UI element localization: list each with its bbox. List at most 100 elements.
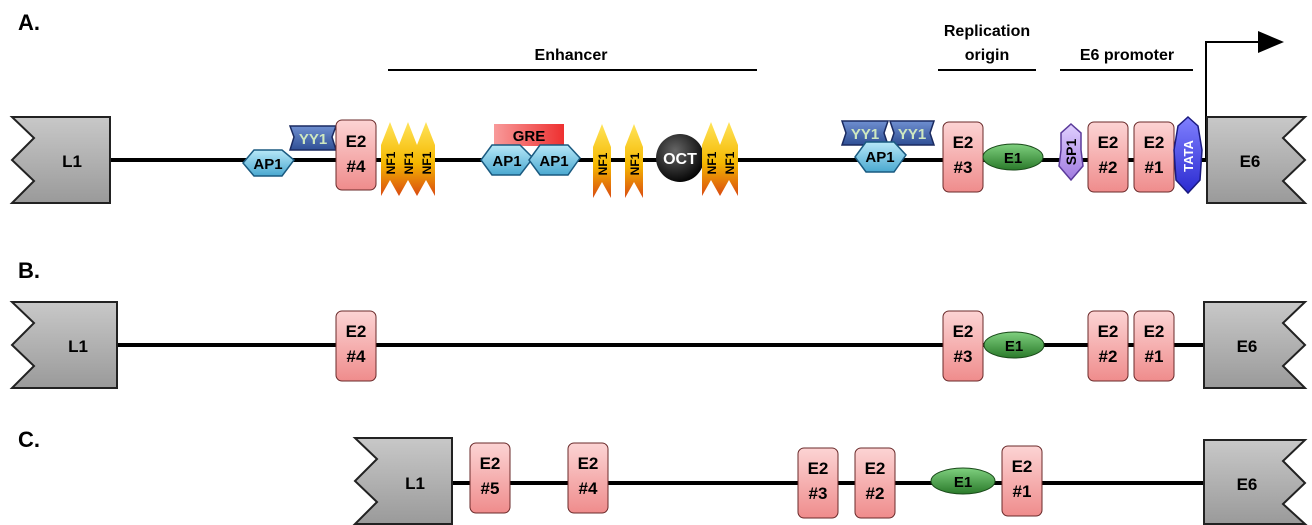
nf1-site: NF1 (381, 122, 399, 196)
e6-gene-b: E6 (1203, 301, 1308, 389)
svg-text:E2: E2 (346, 322, 367, 341)
l1-label: L1 (405, 474, 425, 493)
svg-text:E2: E2 (1144, 133, 1165, 152)
l1-label: L1 (68, 337, 88, 356)
ap1-site: AP1 (854, 141, 907, 173)
svg-text:#1: #1 (1013, 482, 1032, 501)
svg-text:AP1: AP1 (539, 153, 568, 170)
svg-text:NF1: NF1 (628, 152, 642, 175)
e6-gene-c: E6 (1203, 439, 1308, 525)
svg-text:OCT: OCT (663, 151, 697, 168)
svg-text:#4: #4 (347, 347, 366, 366)
svg-text:E2: E2 (953, 133, 974, 152)
e1-site: E1 (983, 331, 1045, 359)
gre-site: GRE (494, 124, 564, 146)
e2-site-2: E2 #2 (1087, 310, 1129, 382)
region-headers: Enhancer Replication origin E6 promoter (388, 23, 1284, 160)
e2-site-1: E2 #1 (1001, 445, 1043, 517)
svg-text:YY1: YY1 (299, 131, 327, 148)
nf1-site: NF1 (399, 122, 417, 196)
svg-text:AP1: AP1 (492, 153, 521, 170)
e2-site-2: E2 #2 (1087, 121, 1129, 193)
svg-text:NF1: NF1 (723, 151, 737, 174)
e2-site-4: E2 #4 (335, 119, 377, 191)
e2-site-3: E2 #3 (942, 310, 984, 382)
e2-site-5: E2 #5 (469, 442, 511, 514)
e1-site: E1 (982, 143, 1044, 171)
e6-label: E6 (1237, 475, 1258, 494)
e2-site-1: E2 #1 (1133, 310, 1175, 382)
svg-text:NF1: NF1 (705, 151, 719, 174)
svg-text:AP1: AP1 (865, 149, 894, 166)
nf1-site: NF1 (702, 122, 720, 196)
svg-text:E2: E2 (480, 454, 501, 473)
e6-promoter-label: E6 promoter (1080, 47, 1174, 64)
e6-label: E6 (1240, 152, 1261, 171)
replication-origin-label-line2: origin (965, 47, 1009, 64)
svg-text:E1: E1 (1005, 338, 1023, 355)
nf1-site: NF1 (417, 122, 435, 196)
svg-text:#5: #5 (481, 479, 500, 498)
svg-text:NF1: NF1 (420, 151, 434, 174)
svg-text:NF1: NF1 (384, 151, 398, 174)
svg-text:#3: #3 (809, 484, 828, 503)
svg-text:#4: #4 (347, 157, 366, 176)
svg-text:GRE: GRE (513, 128, 546, 145)
svg-text:#1: #1 (1145, 158, 1164, 177)
svg-text:E2: E2 (578, 454, 599, 473)
svg-text:E1: E1 (954, 474, 972, 491)
svg-text:E2: E2 (1144, 322, 1165, 341)
ap1-site: AP1 (528, 144, 581, 176)
svg-text:YY1: YY1 (851, 126, 879, 143)
svg-text:#4: #4 (579, 479, 598, 498)
yy1-site: YY1 (288, 125, 338, 151)
svg-text:E2: E2 (808, 459, 829, 478)
svg-text:E2: E2 (346, 132, 367, 151)
e2-site-1: E2 #1 (1133, 121, 1175, 193)
ap1-site: AP1 (242, 149, 296, 177)
svg-text:E2: E2 (1098, 133, 1119, 152)
nf1-site: NF1 (593, 124, 611, 198)
l1-gene-b: L1 (9, 301, 118, 389)
sp1-site: SP1 (1058, 122, 1084, 182)
oct-site: OCT (656, 134, 704, 182)
nf1-site: NF1 (625, 124, 643, 198)
replication-origin-label-line1: Replication (944, 23, 1030, 40)
ap1-site: AP1 (480, 144, 534, 176)
svg-text:NF1: NF1 (402, 151, 416, 174)
svg-text:E2: E2 (953, 322, 974, 341)
yy1-site: YY1 (888, 120, 936, 146)
e1-site: E1 (930, 467, 996, 495)
nf1-site: NF1 (720, 122, 738, 196)
svg-text:TATA: TATA (1181, 140, 1196, 172)
svg-text:E2: E2 (1012, 457, 1033, 476)
svg-text:YY1: YY1 (898, 126, 926, 143)
svg-text:#3: #3 (954, 158, 973, 177)
e2-site-4: E2 #4 (567, 442, 609, 514)
e2-site-4: E2 #4 (335, 310, 377, 382)
svg-text:NF1: NF1 (596, 152, 610, 175)
svg-text:E2: E2 (865, 459, 886, 478)
svg-text:#2: #2 (866, 484, 885, 503)
svg-text:E1: E1 (1004, 150, 1022, 167)
svg-text:#1: #1 (1145, 347, 1164, 366)
transcription-arrow-head-icon (1258, 31, 1284, 53)
enhancer-label: Enhancer (535, 47, 608, 64)
svg-text:#2: #2 (1099, 347, 1118, 366)
e2-site-3: E2 #3 (797, 447, 839, 519)
panel-label-a: A. (18, 10, 40, 35)
tata-box: TATA (1173, 115, 1203, 195)
svg-text:AP1: AP1 (253, 156, 282, 173)
e2-site-3: E2 #3 (942, 121, 984, 193)
svg-text:SP1: SP1 (1063, 139, 1079, 166)
e2-site-2: E2 #2 (854, 447, 896, 519)
svg-text:#2: #2 (1099, 158, 1118, 177)
l1-label: L1 (62, 152, 82, 171)
panel-label-c: C. (18, 427, 40, 452)
l1-gene-a: L1 (9, 116, 111, 204)
l1-gene-c: L1 (352, 437, 453, 525)
yy1-site: YY1 (840, 120, 890, 146)
panel-label-b: B. (18, 258, 40, 283)
svg-text:E2: E2 (1098, 322, 1119, 341)
